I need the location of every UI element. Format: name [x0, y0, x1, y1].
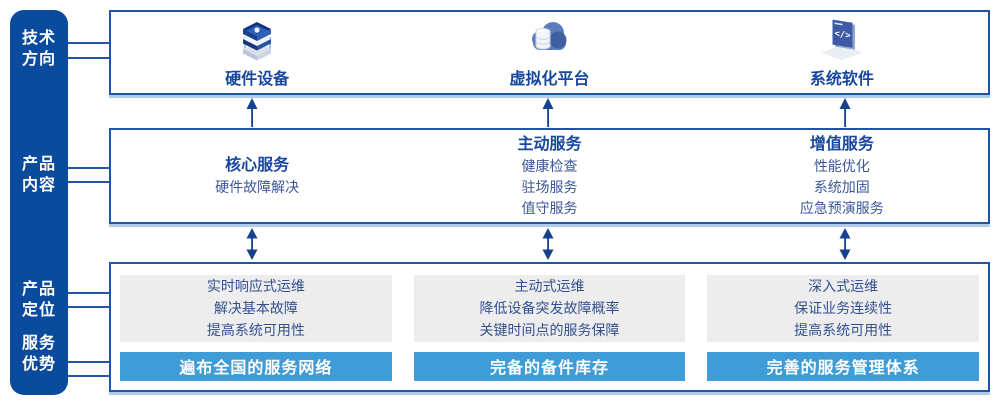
connector-line	[68, 181, 109, 183]
service-item: 硬件故障解决	[215, 178, 300, 195]
double-arrow	[838, 228, 852, 260]
sidebar-label-line: 定位	[21, 302, 56, 319]
double-arrow	[541, 228, 555, 260]
advantage-banner: 完善的服务管理体系	[707, 351, 980, 381]
positioning-point: 关键时间点的服务保障	[479, 322, 620, 339]
double-arrow	[245, 228, 259, 260]
service-heading: 主动服务	[517, 135, 582, 153]
tech-label-hardware: 硬件设备	[225, 71, 290, 88]
sidebar-item-product-positioning: 产品 定位	[10, 279, 68, 321]
service-item: 系统加固	[813, 178, 870, 195]
sidebar-label-line: 方向	[21, 51, 56, 68]
positioning-point: 解决基本故障	[213, 300, 298, 317]
positioning-point: 保证业务连续性	[794, 300, 893, 317]
connector-line	[68, 361, 109, 363]
connector-line	[68, 306, 109, 308]
pos-col-responsive-ops: 实时响应式运维 解决基本故障 提高系统可用性 遍布全国的服务网络	[120, 275, 392, 381]
content-col-active-service: 主动服务 健康检查 驻场服务 值守服务	[403, 130, 695, 222]
service-item: 健康检查	[521, 157, 578, 174]
connector-line	[68, 42, 109, 44]
pos-col-proactive-ops: 主动式运维 降低设备突发故障概率 关键时间点的服务保障 完备的备件库存	[413, 275, 686, 381]
positioning-point: 提高系统可用性	[206, 322, 305, 339]
advantage-banner: 完备的备件库存	[413, 351, 686, 381]
code-window-icon: </>	[816, 16, 868, 62]
positioning-point: 降低设备突发故障概率	[479, 300, 620, 317]
positioning-point: 深入式运维	[808, 278, 879, 295]
service-heading: 核心服务	[225, 156, 290, 174]
service-heading: 增值服务	[809, 135, 874, 153]
category-sidebar	[10, 10, 68, 395]
positioning-box: 主动式运维 降低设备突发故障概率 关键时间点的服务保障	[413, 275, 686, 342]
sidebar-item-tech-direction: 技术 方向	[10, 28, 68, 70]
service-item: 应急预演服务	[799, 199, 884, 216]
svg-text:</>: </>	[834, 29, 851, 42]
positioning-point: 主动式运维	[514, 278, 585, 295]
tech-col-system-software: </> 系统软件	[696, 12, 988, 93]
positioning-box: 实时响应式运维 解决基本故障 提高系统可用性	[120, 275, 392, 342]
positioning-box: 深入式运维 保证业务连续性 提高系统可用性	[707, 275, 980, 342]
server-stack-icon	[231, 16, 283, 62]
up-arrow	[541, 98, 555, 127]
sidebar-label-line: 内容	[21, 177, 56, 194]
sidebar-label-line: 产品	[21, 156, 56, 173]
connector-line	[68, 57, 109, 59]
tech-col-hardware: 硬件设备	[111, 12, 403, 93]
positioning-point: 实时响应式运维	[206, 278, 305, 295]
service-item: 值守服务	[521, 199, 578, 216]
advantage-banner: 遍布全国的服务网络	[120, 351, 392, 381]
tech-col-virtualization: 虚拟化平台	[403, 12, 695, 93]
connector-line	[68, 167, 109, 169]
positioning-panel: 实时响应式运维 解决基本故障 提高系统可用性 遍布全国的服务网络 主动式运维 降…	[109, 262, 990, 392]
connector-line	[68, 375, 109, 377]
connector-line	[68, 292, 109, 294]
sidebar-label-line: 产品	[21, 281, 56, 298]
up-arrow	[245, 98, 259, 127]
tech-label-system-software: 系统软件	[809, 71, 874, 88]
up-arrow	[838, 98, 852, 127]
pos-col-deep-ops: 深入式运维 保证业务连续性 提高系统可用性 完善的服务管理体系	[707, 275, 980, 381]
tech-label-virtualization: 虚拟化平台	[509, 71, 590, 88]
product-content-panel: 核心服务 硬件故障解决 主动服务 健康检查 驻场服务 值守服务 增值服务 性能优…	[109, 128, 990, 224]
cloud-database-icon	[523, 16, 575, 62]
sidebar-label-line: 优势	[21, 356, 56, 373]
sidebar-item-product-content: 产品 内容	[10, 154, 68, 196]
sidebar-item-service-advantage: 服务 优势	[10, 333, 68, 375]
service-item: 性能优化	[813, 157, 870, 174]
service-item: 驻场服务	[521, 178, 578, 195]
positioning-point: 提高系统可用性	[794, 322, 893, 339]
sidebar-label-line: 技术	[21, 30, 56, 47]
sidebar-label-line: 服务	[21, 335, 56, 352]
content-col-core-service: 核心服务 硬件故障解决	[111, 130, 403, 222]
content-col-value-added-service: 增值服务 性能优化 系统加固 应急预演服务	[696, 130, 988, 222]
tech-direction-panel: 硬件设备 虚拟化平台	[109, 10, 990, 95]
